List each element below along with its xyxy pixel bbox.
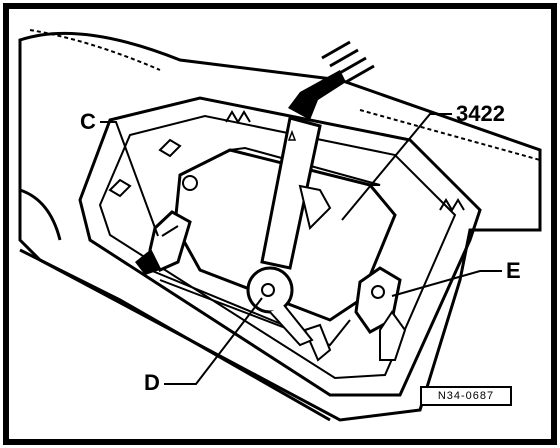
catch-c-detail: [161, 225, 179, 237]
arrow-line-1: [329, 48, 359, 68]
leader-3422: [341, 113, 452, 221]
catch-e-pin: [371, 285, 385, 299]
arrow-line-4: [321, 40, 351, 60]
catch-c-tab: [135, 250, 160, 275]
leader-e: [391, 270, 502, 297]
knob-d-center: [261, 283, 275, 297]
gate-inner-frame: [98, 114, 457, 380]
leader-c: [100, 121, 159, 237]
leader-d: [164, 297, 263, 385]
callout-c: C: [80, 109, 96, 134]
mechanism-lower-rail: [159, 279, 351, 347]
clip-left-1: [108, 178, 132, 198]
knob-d-stem: [269, 304, 314, 347]
bolt-left: [182, 175, 198, 191]
callout-d: D: [144, 370, 160, 395]
arrow-line-2: [337, 56, 367, 76]
console-right-edge: [359, 109, 541, 161]
console-front-edge: [19, 248, 331, 422]
arrow-line-3: [345, 64, 375, 84]
tool-3422: [260, 116, 322, 270]
tool-mark: [287, 129, 297, 141]
latch-right: [379, 310, 407, 361]
clip-top-right: [439, 198, 465, 212]
clip-left-2: [158, 138, 182, 158]
clip-top-left: [225, 110, 251, 124]
console-upper-lip: [29, 29, 161, 71]
tool-3422-tip: [298, 184, 332, 230]
callout-e: E: [506, 258, 521, 283]
gate-frame: [78, 96, 482, 397]
console-curve: [19, 188, 62, 241]
callout-3422: 3422: [456, 101, 505, 126]
reference-code: N34-0687: [420, 386, 512, 406]
latch-left-lower: [303, 323, 332, 362]
push-arrow: [288, 70, 346, 120]
